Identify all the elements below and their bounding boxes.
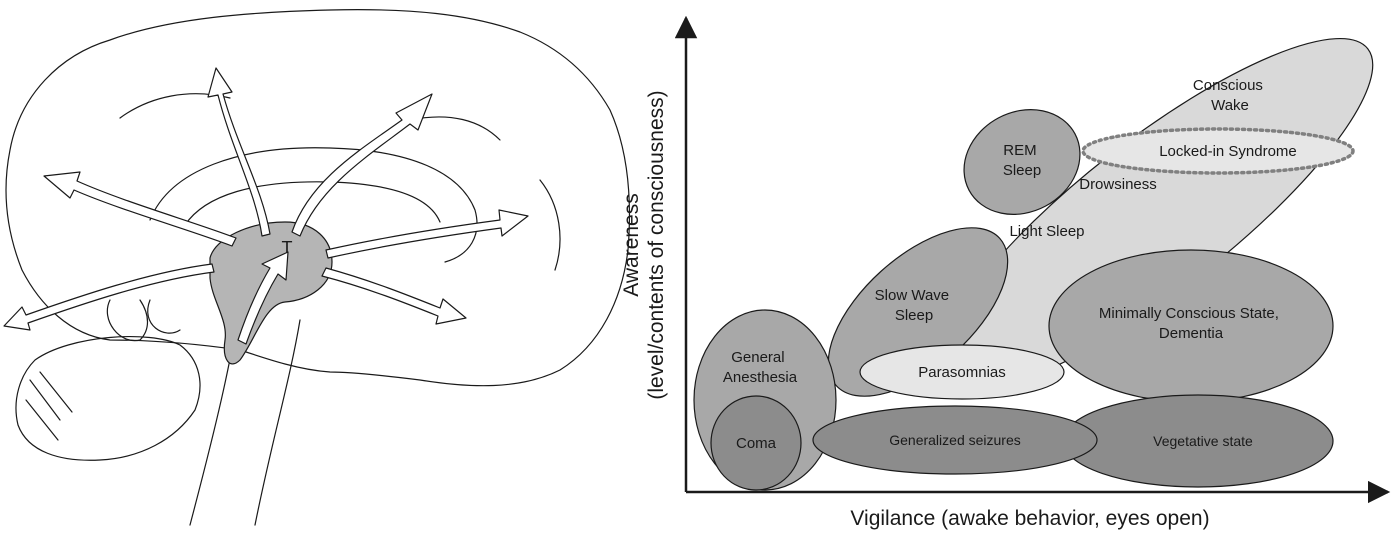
locked-in-label: Locked-in Syndrome bbox=[1159, 143, 1297, 160]
cerebellum-folia-1 bbox=[29, 379, 61, 421]
drowsiness-label: Drowsiness bbox=[1079, 176, 1157, 193]
minimally-conscious-label-line2: Dementia bbox=[1159, 325, 1224, 342]
sulcus-1 bbox=[119, 93, 231, 119]
coma-label: Coma bbox=[736, 435, 777, 452]
thalamus-label: T bbox=[282, 238, 293, 258]
projection-arrow-upper-right bbox=[291, 93, 433, 237]
conscious-wake-label-line1: Conscious bbox=[1193, 77, 1263, 94]
rem-sleep-label: REM Sleep bbox=[1003, 142, 1041, 179]
minimally-conscious-label: Minimally Conscious State, Dementia bbox=[1099, 305, 1283, 342]
generalized-seizures-region bbox=[812, 405, 1098, 475]
consciousness-diagram: Conscious Wake Locked-in Syndrome REM Sl… bbox=[620, 15, 1391, 530]
rem-sleep-label-line1: REM bbox=[1003, 142, 1036, 159]
cerebellum bbox=[15, 335, 201, 461]
projection-arrows bbox=[3, 67, 529, 345]
projection-arrow-left bbox=[3, 263, 215, 331]
cerebellum-folia-5 bbox=[147, 299, 181, 334]
light-sleep-label: Light Sleep bbox=[1009, 223, 1084, 240]
general-anesthesia-label: General Anesthesia bbox=[723, 349, 798, 386]
general-anesthesia-label-line1: General bbox=[731, 349, 784, 366]
rem-sleep-region bbox=[963, 109, 1081, 215]
thalamus bbox=[209, 221, 333, 365]
cerebellum-folia-4 bbox=[106, 299, 149, 342]
parasomnias-region bbox=[859, 344, 1065, 400]
sulcus-2 bbox=[409, 116, 501, 141]
vegetative-state-label: Vegetative state bbox=[1153, 433, 1253, 449]
parasomnias-label: Parasomnias bbox=[918, 364, 1006, 381]
conscious-wake-label: Conscious Wake bbox=[1193, 77, 1267, 114]
slow-wave-sleep-label-line1: Slow Wave bbox=[875, 287, 949, 304]
general-anesthesia-label-line2: Anesthesia bbox=[723, 369, 798, 386]
conscious-wake-label-line2: Wake bbox=[1211, 97, 1249, 114]
projection-arrow-lower-right bbox=[321, 267, 467, 325]
projection-arrow-up bbox=[207, 67, 271, 237]
locked-in-region bbox=[1081, 127, 1355, 175]
minimally-conscious-label-line1: Minimally Conscious State, bbox=[1099, 305, 1279, 322]
cerebellum-folia-2 bbox=[25, 399, 59, 441]
ascending-arrow bbox=[237, 251, 289, 345]
generalized-seizures-label: Generalized seizures bbox=[889, 432, 1021, 448]
brain-illustration: T bbox=[3, 9, 631, 526]
projection-arrow-left-up bbox=[43, 171, 237, 247]
y-axis-title-line2: (level/contents of consciousness) bbox=[645, 90, 668, 399]
slow-wave-sleep-label: Slow Wave Sleep bbox=[875, 287, 954, 324]
slow-wave-sleep-label-line2: Sleep bbox=[895, 307, 933, 324]
x-axis-title: Vigilance (awake behavior, eyes open) bbox=[850, 507, 1209, 530]
cerebrum-outline bbox=[5, 9, 631, 387]
projection-arrow-right bbox=[325, 209, 529, 259]
sulcus-3 bbox=[539, 179, 561, 271]
cerebellum-folia-3 bbox=[39, 371, 73, 413]
y-axis-title-line1: Awareness bbox=[620, 193, 643, 297]
rem-sleep-label-line2: Sleep bbox=[1003, 162, 1041, 179]
coma-region bbox=[710, 395, 802, 491]
